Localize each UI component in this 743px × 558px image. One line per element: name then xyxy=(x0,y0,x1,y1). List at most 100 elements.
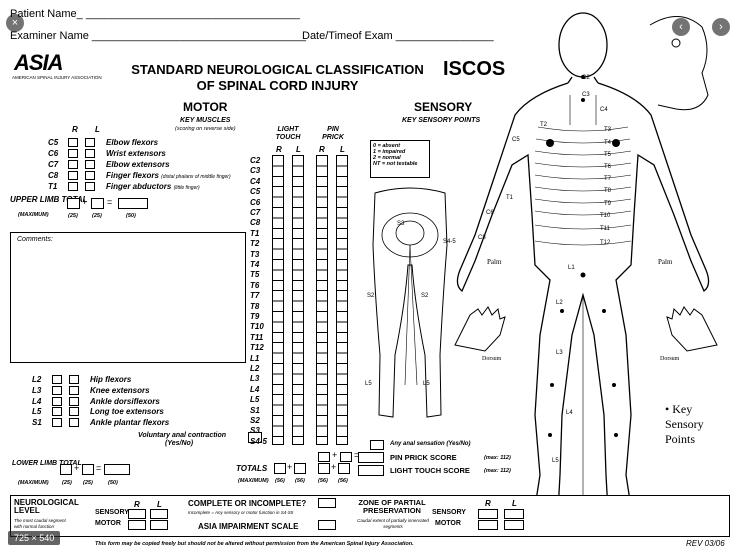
muscle-name: Knee extensors xyxy=(90,385,150,395)
lower-max-r: (25) xyxy=(62,480,72,486)
zone-sensory-r-box[interactable] xyxy=(478,509,498,519)
motor-l-box[interactable] xyxy=(85,182,95,191)
dermatome-label: T4 xyxy=(604,140,612,146)
pin-prick-score-label: PIN PRICK SCORE xyxy=(390,453,457,462)
complete-note: Incomplete = Any sensory or motor functi… xyxy=(188,510,294,515)
comments-box[interactable]: Comments: xyxy=(10,232,246,363)
dermatome-label: C5 xyxy=(512,137,520,143)
sensory-level-c7: C7 xyxy=(250,208,261,217)
lower-total-sum-box[interactable] xyxy=(104,464,130,475)
lower-limb-total-label: LOWER LIMB TOTAL xyxy=(12,460,82,467)
pp-score-left-box[interactable] xyxy=(318,452,330,462)
sensory-level-l4: L4 xyxy=(250,384,260,394)
right-hand-dorsum xyxy=(666,306,718,352)
dermatome-label: C8 xyxy=(478,235,486,241)
motor-r-box[interactable] xyxy=(52,407,62,417)
motor-r-box[interactable] xyxy=(68,149,78,158)
upper-total-r-box[interactable] xyxy=(67,198,80,209)
motor-l-box[interactable] xyxy=(69,396,79,406)
motor-level-label: L4 xyxy=(32,396,42,406)
pp-score-right-box[interactable] xyxy=(340,452,352,462)
zone-motor-l-box[interactable] xyxy=(504,520,524,530)
dermatome-label: T5 xyxy=(604,152,612,158)
neuro-sensory-l-box[interactable] xyxy=(150,509,168,519)
motor-r-box[interactable] xyxy=(68,171,78,180)
sensory-level-s4-5: S4-5 xyxy=(250,436,267,446)
light-touch-header: LIGHT TOUCH xyxy=(275,126,301,141)
motor-l-box[interactable] xyxy=(69,375,79,384)
lower-max-l: (25) xyxy=(83,480,93,486)
complete-incomplete-box[interactable] xyxy=(318,498,336,508)
motor-r-box[interactable] xyxy=(68,138,78,147)
motor-r-box[interactable] xyxy=(52,418,62,428)
motor-l-box[interactable] xyxy=(69,418,79,428)
pp-total-l[interactable] xyxy=(338,463,350,474)
next-icon[interactable]: › xyxy=(712,18,730,36)
dermatome-label: T7 xyxy=(604,176,612,182)
neuro-sensory-r-box[interactable] xyxy=(128,509,146,519)
pin-prick-max: (max: 112) xyxy=(484,455,511,461)
anal-sensation-box[interactable] xyxy=(370,440,384,450)
sensory-level-c3: C3 xyxy=(250,166,261,176)
sensory-heading: SENSORY xyxy=(414,100,473,114)
light-touch-l-column[interactable] xyxy=(292,155,304,445)
sensory-level-c8: C8 xyxy=(250,218,261,228)
key-sensory-points-note: • Key Sensory Points xyxy=(665,402,704,446)
light-touch-score-box[interactable] xyxy=(358,465,384,476)
score-legend: 0 = absent 1 = impaired 2 = normal NT = … xyxy=(370,140,430,178)
lower-total-r-box[interactable] xyxy=(60,464,72,475)
motor-l-box[interactable] xyxy=(85,160,95,169)
sensory-level-s2: S2 xyxy=(250,416,260,425)
lt-total-r[interactable] xyxy=(274,463,286,474)
light-touch-r-column[interactable] xyxy=(272,155,284,445)
upper-max-l: (25) xyxy=(92,213,102,219)
legend-1: 1 = impaired xyxy=(373,149,406,155)
pp-total-r[interactable] xyxy=(318,463,330,474)
dermatome-label: T10 xyxy=(600,213,611,219)
motor-r-box[interactable] xyxy=(52,396,62,406)
light-touch-max: (max: 112) xyxy=(484,468,511,474)
sensory-subheading: KEY SENSORY POINTS xyxy=(402,117,481,124)
sensory-level-t7: T7 xyxy=(250,291,260,301)
zone-r: R xyxy=(485,499,491,508)
sensory-level-c5: C5 xyxy=(250,187,261,197)
zone-motor-r-box[interactable] xyxy=(478,520,498,530)
motor-level-label: C6 xyxy=(48,149,59,158)
anal-contraction-box[interactable] xyxy=(248,432,262,443)
motor-l-box[interactable] xyxy=(69,407,79,417)
motor-r-box[interactable] xyxy=(68,182,78,191)
lt-total-l[interactable] xyxy=(294,463,306,474)
pin-prick-r-column[interactable] xyxy=(316,155,328,445)
motor-l-box[interactable] xyxy=(69,385,79,395)
muscle-name: Wrist extensors xyxy=(106,149,166,158)
motor-level-label: C5 xyxy=(48,138,59,147)
motor-r-box[interactable] xyxy=(52,375,62,384)
zone-sensory-l-box[interactable] xyxy=(504,509,524,519)
upper-total-l-box[interactable] xyxy=(91,198,104,209)
back-label-s3: S3 xyxy=(397,221,405,227)
asia-logo-subtitle: AMERICAN SPINAL INJURY ASSOCIATION xyxy=(12,75,102,80)
disclaimer: This form may be copied freely but shoul… xyxy=(95,541,414,547)
motor-l-box[interactable] xyxy=(85,149,95,158)
prev-icon[interactable]: ‹ xyxy=(672,18,690,36)
neuro-motor-l-box[interactable] xyxy=(150,520,168,530)
motor-r-box[interactable] xyxy=(52,385,62,395)
close-icon[interactable]: × xyxy=(6,14,24,32)
impairment-scale-box[interactable] xyxy=(318,520,336,530)
pin-prick-l-column[interactable] xyxy=(336,155,348,445)
motor-l-box[interactable] xyxy=(85,138,95,147)
motor-l-box[interactable] xyxy=(85,171,95,180)
neuro-motor-r-box[interactable] xyxy=(128,520,146,530)
lower-total-l-box[interactable] xyxy=(82,464,94,475)
muscle-note: (distal phalanx of middle finger) xyxy=(161,174,231,180)
upper-total-sum-box[interactable] xyxy=(118,198,148,209)
motor-level-label: S1 xyxy=(32,418,42,428)
date-time-label: Date/Timeof Exam ________________ xyxy=(302,30,494,42)
motor-r-box[interactable] xyxy=(68,160,78,169)
dermatome-label: C2 xyxy=(582,75,590,81)
back-label-l5-left: L5 xyxy=(365,381,372,387)
pin-prick-score-box[interactable] xyxy=(358,452,384,463)
